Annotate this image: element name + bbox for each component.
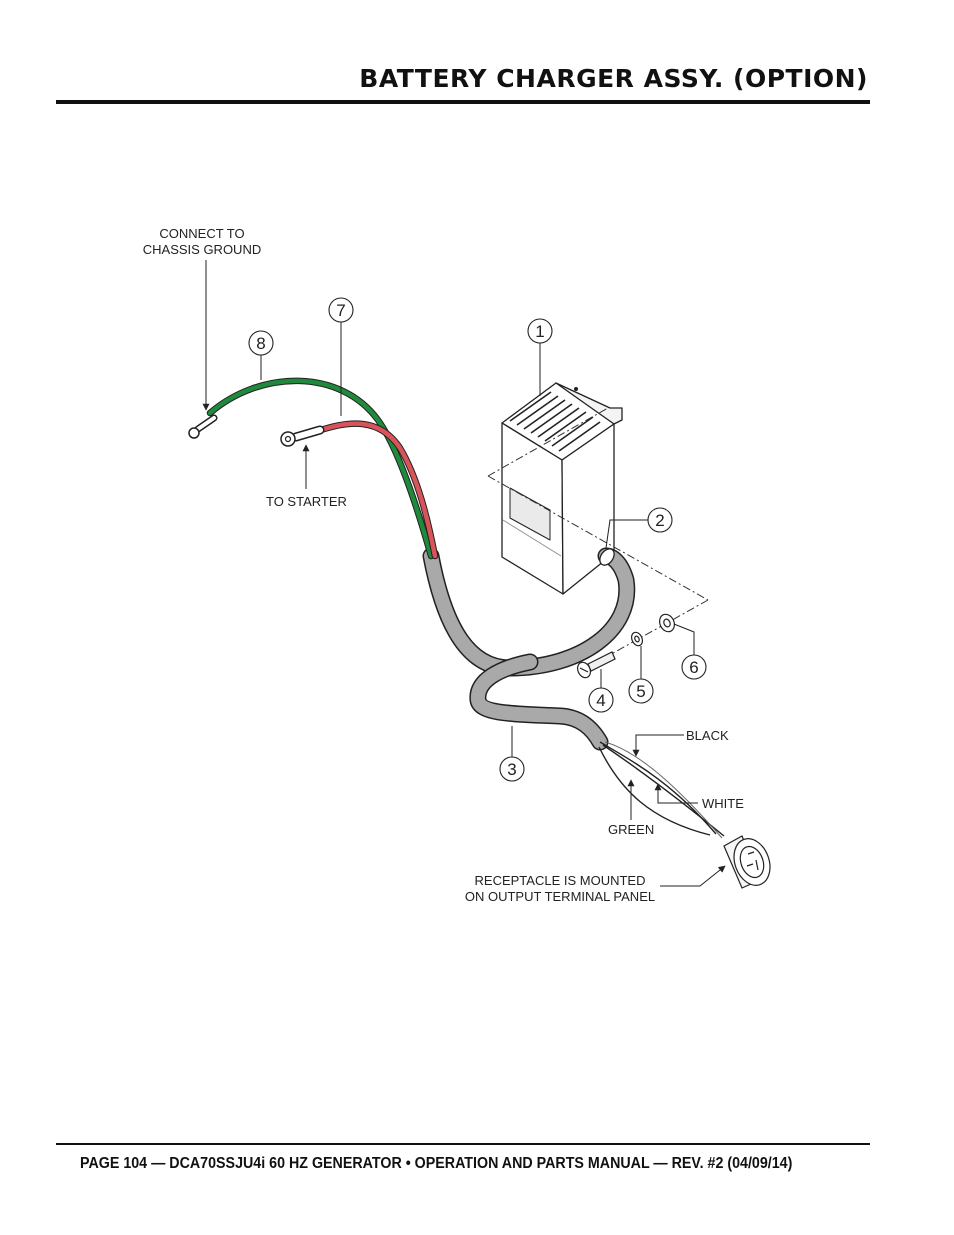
callout-2: 2 (655, 511, 664, 530)
receptacle (723, 835, 771, 889)
callout-5: 5 (636, 682, 645, 701)
callout-3: 3 (507, 760, 516, 779)
screw (576, 651, 616, 679)
callout-6: 6 (689, 658, 698, 677)
label-receptacle-line2: ON OUTPUT TERMINAL PANEL (465, 889, 655, 904)
charger-box (501, 382, 623, 595)
label-to-starter: TO STARTER (266, 494, 347, 509)
callout-4: 4 (596, 691, 605, 710)
lock-washer (630, 631, 644, 647)
wire-sleeve (422, 547, 636, 751)
callout-circles (248, 297, 707, 782)
label-receptacle-line1: RECEPTACLE IS MOUNTED (475, 873, 646, 888)
label-white: WHITE (702, 796, 744, 811)
page-footer: PAGE 104 — DCA70SSJU4i 60 HZ GENERATOR •… (80, 1155, 793, 1172)
green-ground-wire (188, 377, 435, 560)
red-starter-wire (280, 420, 439, 560)
diagram-labels: CONNECT TO CHASSIS GROUND TO STARTER BLA… (143, 226, 744, 904)
flat-washer (659, 613, 675, 633)
header-rule (56, 100, 870, 104)
callout-1: 1 (535, 322, 544, 341)
label-chassis-ground: CHASSIS GROUND (143, 242, 261, 257)
label-connect-to: CONNECT TO (159, 226, 244, 241)
callout-leaders (202, 260, 726, 887)
callout-8: 8 (256, 334, 265, 353)
callout-7: 7 (336, 301, 345, 320)
label-green: GREEN (608, 822, 654, 837)
page-title: BATTERY CHARGER ASSY. (OPTION) (359, 64, 868, 93)
footer-rule (56, 1143, 870, 1145)
callout-numbers: 1 2 3 4 5 6 7 8 (256, 301, 698, 779)
label-black: BLACK (686, 728, 729, 743)
